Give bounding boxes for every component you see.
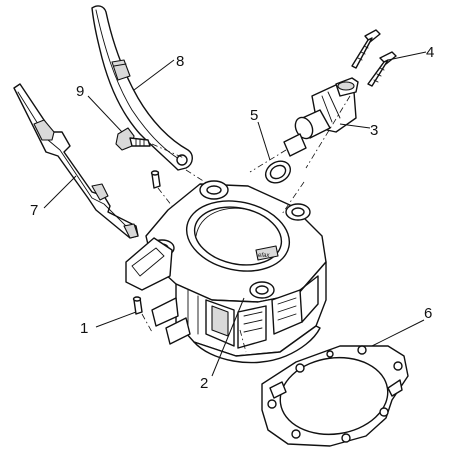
base-gasket-part-6 xyxy=(261,345,409,447)
callout-leaders xyxy=(43,51,427,377)
callout-9: 9 xyxy=(76,83,84,100)
callout-4: 4 xyxy=(426,44,434,61)
dowel-pins-part-1 xyxy=(132,170,173,333)
callout-labels: 1 2 3 4 5 6 7 8 9 xyxy=(30,44,434,392)
callout-7: 7 xyxy=(30,202,38,219)
gasket-ring-part-5 xyxy=(264,160,292,184)
callout-5: 5 xyxy=(250,107,258,124)
callout-8: 8 xyxy=(176,53,184,70)
callout-6: 6 xyxy=(424,305,432,322)
bolts-part-4 xyxy=(351,29,397,87)
pivot-bolt-part-9 xyxy=(115,127,185,159)
callout-1: 1 xyxy=(80,320,88,337)
tensioner-part-3 xyxy=(249,77,359,173)
chain-guide-part-7 xyxy=(13,83,139,239)
chain-guide-part-8 xyxy=(91,5,193,171)
callout-3: 3 xyxy=(370,122,378,139)
cylinder-stamp: efax xyxy=(258,253,270,259)
callout-2: 2 xyxy=(200,375,208,392)
cylinder-part-2: efax xyxy=(125,180,327,364)
alignment-lines xyxy=(185,95,351,353)
